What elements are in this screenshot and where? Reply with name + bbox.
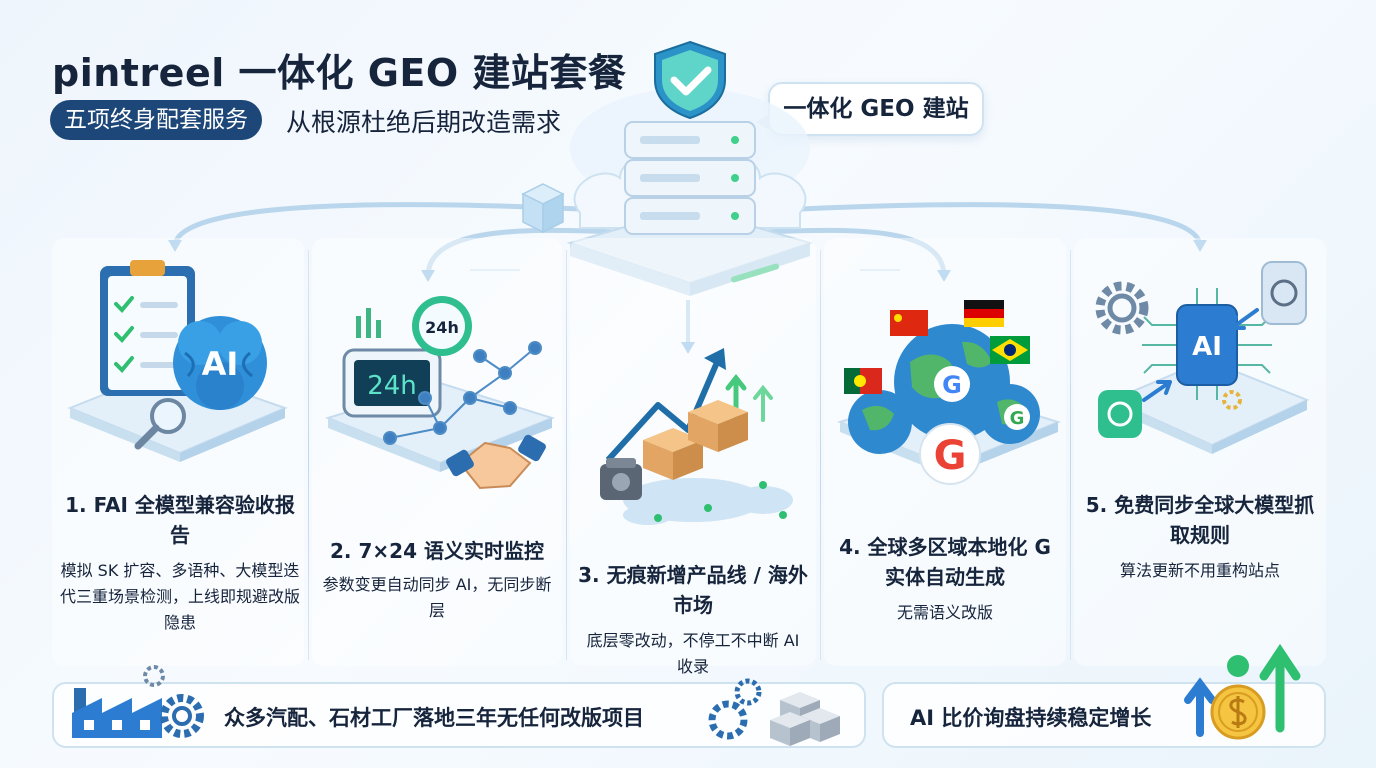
card-title: 4. 全球多区域本地化 G 实体自动生成 bbox=[839, 535, 1051, 589]
column-divider bbox=[566, 250, 567, 660]
card-title: 2. 7×24 语义实时监控 bbox=[330, 539, 544, 563]
factory-icon bbox=[72, 688, 162, 738]
card-5: 5. 免费同步全球大模型抓取规则 算法更新不用重构站点 bbox=[1082, 490, 1318, 584]
world-map-icon bbox=[623, 478, 793, 525]
google-text-badge: G bbox=[934, 433, 967, 479]
bottom-right-text: AI 比价询盘持续稳定增长 bbox=[910, 706, 1152, 730]
google-badge-icon: G bbox=[919, 423, 981, 485]
card-title: 3. 无痕新增产品线 / 海外市场 bbox=[578, 563, 808, 617]
flag-portugal-icon bbox=[844, 368, 882, 394]
speech-bubble: 一体化 GEO 建站 bbox=[756, 82, 984, 136]
card-4: 4. 全球多区域本地化 G 实体自动生成 无需语义改版 bbox=[832, 532, 1058, 626]
growth-coin-illustration bbox=[1184, 643, 1301, 740]
card-description: 参数变更自动同步 AI，无同步断层 bbox=[322, 575, 552, 620]
column-divider bbox=[308, 250, 309, 660]
trend-up-icon bbox=[605, 358, 721, 463]
bottom-left-text: 众多汽配、石材工厂落地三年无任何改版项目 bbox=[224, 706, 644, 730]
growth-map-illustration bbox=[600, 348, 793, 525]
openai-logo-icon bbox=[1261, 261, 1307, 325]
column-divider bbox=[1070, 250, 1071, 660]
page-subtitle: 从根源杜绝后期改造需求 bbox=[286, 108, 562, 137]
small-gear-icon bbox=[1222, 390, 1242, 410]
card-title: 1. FAI 全模型兼容验收报告 bbox=[65, 493, 295, 547]
gear-icon bbox=[143, 665, 204, 738]
box-icon bbox=[643, 400, 748, 480]
flag-germany-icon bbox=[964, 300, 1004, 327]
clock-icon: 24h bbox=[412, 296, 472, 356]
chatgpt-logo-icon bbox=[1098, 390, 1142, 438]
clock-badge-text: 24h bbox=[425, 318, 459, 337]
chip-text: AI bbox=[1192, 332, 1222, 362]
globe-flags-illustration: G G G bbox=[837, 300, 1061, 485]
clipboard-icon bbox=[100, 260, 195, 396]
monitor-network-illustration: 24h 24h bbox=[325, 296, 555, 490]
coin-icon bbox=[1210, 684, 1266, 740]
server-stack-illustration bbox=[566, 40, 814, 296]
checklist-ai-illustration: AI bbox=[67, 260, 288, 462]
magnifier-icon bbox=[134, 398, 186, 450]
gear-icon bbox=[1095, 281, 1149, 335]
google-text-top: G bbox=[942, 371, 962, 399]
stone-blocks-icon bbox=[770, 692, 840, 746]
card-description: 模拟 SK 扩容、多语种、大模型迭代三重场景检测，上线即规避改版隐患 bbox=[60, 561, 301, 632]
card-2: 2. 7×24 语义实时监控 参数变更自动同步 AI，无同步断层 bbox=[320, 536, 554, 624]
server-unit bbox=[624, 121, 756, 235]
ai-chip-illustration: AI bbox=[1095, 261, 1310, 454]
factory-gear-illustration bbox=[72, 665, 204, 738]
network-nodes-icon bbox=[383, 341, 542, 445]
column-divider bbox=[820, 250, 821, 660]
display-text: 24h bbox=[367, 371, 417, 401]
flag-china-icon bbox=[890, 310, 928, 336]
card-1: 1. FAI 全模型兼容验收报告 模拟 SK 扩容、多语种、大模型迭代三重场景检… bbox=[60, 490, 300, 636]
card-description: 算法更新不用重构站点 bbox=[1119, 561, 1280, 580]
display-icon: 24h bbox=[342, 308, 442, 418]
ai-badge-text: AI bbox=[202, 345, 239, 383]
brain-icon: AI bbox=[173, 316, 267, 410]
card-description: 无需语义改版 bbox=[896, 603, 993, 622]
card-title: 5. 免费同步全球大模型抓取规则 bbox=[1085, 493, 1315, 547]
card-description: 底层零改动，不停工不中断 AI 收录 bbox=[586, 631, 800, 676]
data-cube-icon bbox=[521, 183, 565, 234]
gears-cubes-illustration bbox=[708, 678, 840, 746]
flag-brazil-icon bbox=[990, 336, 1030, 364]
card-3: 3. 无痕新增产品线 / 海外市场 底层零改动，不停工不中断 AI 收录 bbox=[578, 560, 808, 680]
google-text-right: G bbox=[1010, 408, 1025, 429]
page-title: pintreel 一体化 GEO 建站套餐 bbox=[52, 51, 627, 95]
gear-icon bbox=[708, 678, 762, 740]
chip-icon: AI bbox=[1176, 304, 1238, 386]
service-pill: 五项终身配套服务 bbox=[50, 100, 262, 140]
handshake-icon bbox=[446, 434, 546, 490]
engine-icon bbox=[600, 458, 642, 500]
